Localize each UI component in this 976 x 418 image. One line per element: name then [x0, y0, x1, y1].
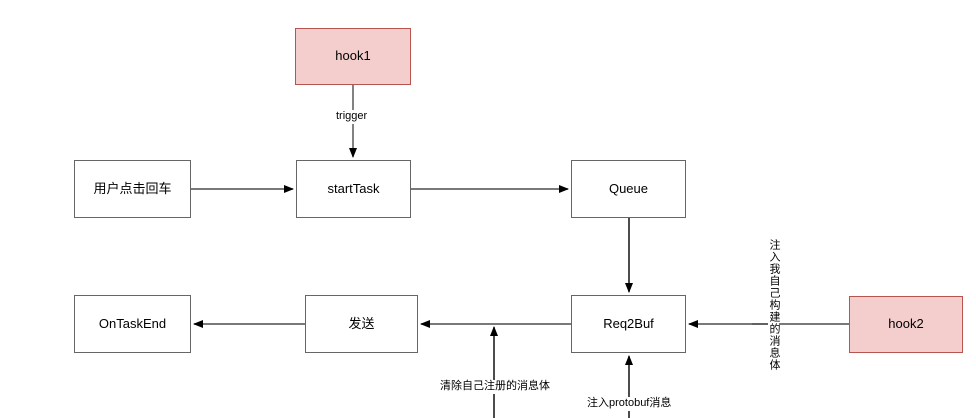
node-hook1[interactable]: hook1: [295, 28, 411, 85]
node-req2buf[interactable]: Req2Buf: [571, 295, 686, 353]
node-start-task-label: startTask: [327, 180, 380, 196]
node-user-enter[interactable]: 用户点击回车: [74, 160, 191, 218]
node-queue[interactable]: Queue: [571, 160, 686, 218]
node-send-label: 发送: [348, 315, 375, 331]
node-user-enter-label: 用户点击回车: [93, 180, 172, 196]
node-hook2[interactable]: hook2: [849, 296, 963, 353]
node-hook2-label: hook2: [888, 316, 924, 332]
edge-label-inject-protobuf-message: 注入protobuf消息: [584, 397, 675, 411]
node-send[interactable]: 发送: [305, 295, 418, 353]
node-on-task-end-label: OnTaskEnd: [98, 315, 167, 331]
edge-label-inject-own-message: 注入我自己构建的消息体: [768, 236, 780, 374]
node-hook1-label: hook1: [335, 48, 371, 64]
node-on-task-end[interactable]: OnTaskEnd: [74, 295, 191, 353]
node-start-task[interactable]: startTask: [296, 160, 411, 218]
edge-label-trigger: trigger: [333, 110, 371, 124]
edge-label-clear-registered-message: 清除自己注册的消息体: [437, 380, 553, 394]
node-req2buf-label: Req2Buf: [603, 315, 654, 331]
node-queue-label: Queue: [608, 180, 649, 196]
